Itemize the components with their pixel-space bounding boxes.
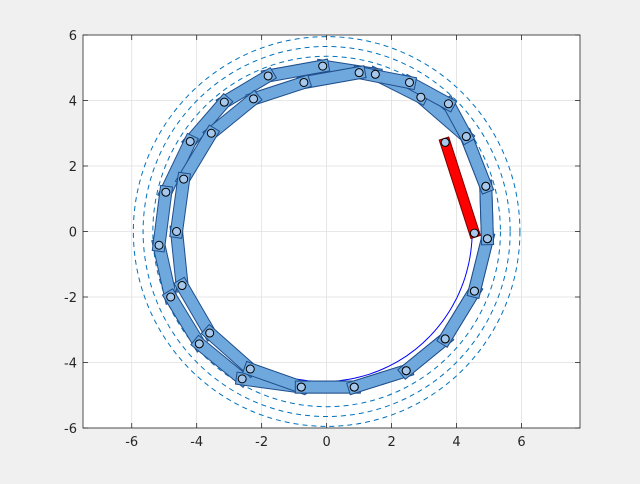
joint-outer [416, 92, 426, 102]
joint-inner [401, 366, 411, 376]
joint-outer [161, 187, 171, 197]
highlight-link-group [438, 136, 482, 240]
highlight-joint [469, 228, 479, 238]
x-tick-label: -4 [190, 435, 203, 450]
y-tick-label: 2 [69, 160, 77, 175]
joint-inner [354, 68, 364, 78]
x-tick-label: -6 [125, 435, 138, 450]
chain-link-outer [151, 184, 174, 253]
joint-inner [179, 174, 189, 184]
joint-inner [249, 94, 259, 104]
joint-inner [205, 328, 215, 338]
x-tick-label: 2 [387, 435, 395, 450]
y-tick-label: -4 [64, 357, 77, 372]
joint-outer [166, 292, 176, 302]
x-tick-label: -2 [255, 435, 268, 450]
joint-inner [245, 364, 255, 374]
joint-outer [185, 136, 195, 146]
y-tick-label: 4 [69, 95, 77, 110]
joint-inner [461, 132, 471, 142]
guide-circle [142, 45, 511, 418]
x-tick-label: 0 [322, 435, 330, 450]
x-tick-label: 4 [452, 435, 460, 450]
joint-inner [481, 181, 491, 191]
joint-inner [296, 382, 306, 392]
chain-link-inner [169, 171, 192, 239]
guide-circles [132, 36, 521, 427]
joint-outer [194, 339, 204, 349]
guide-circle [132, 36, 521, 427]
joint-inner [469, 286, 479, 296]
joint-inner [443, 99, 453, 109]
joint-outer [370, 69, 380, 79]
joint-outer [219, 97, 229, 107]
x-tick-label: 6 [517, 435, 525, 450]
y-tick-label: 6 [69, 29, 77, 44]
joint-outer [318, 61, 328, 71]
y-axis-ticks: -6 -4 -2 0 2 4 6 [64, 29, 580, 437]
chain-links [151, 58, 496, 396]
joint-outer [237, 374, 247, 384]
chain-joints [154, 61, 492, 392]
joint-inner [404, 77, 414, 87]
joint-inner [172, 227, 182, 236]
y-tick-label: -2 [64, 291, 77, 306]
joint-inner [206, 128, 216, 138]
x-axis-ticks: -6 -4 -2 0 2 4 6 [125, 35, 526, 450]
guide-circle [152, 55, 501, 408]
y-tick-label: 0 [69, 226, 77, 241]
joint-inner [482, 234, 492, 244]
joint-inner [177, 281, 187, 291]
joint-inner [349, 382, 359, 392]
highlight-joint [440, 137, 450, 147]
joint-outer [263, 71, 273, 81]
joint-inner [440, 334, 450, 344]
y-tick-label: -6 [64, 422, 77, 437]
joint-inner [299, 77, 309, 87]
joint-outer [154, 240, 164, 250]
